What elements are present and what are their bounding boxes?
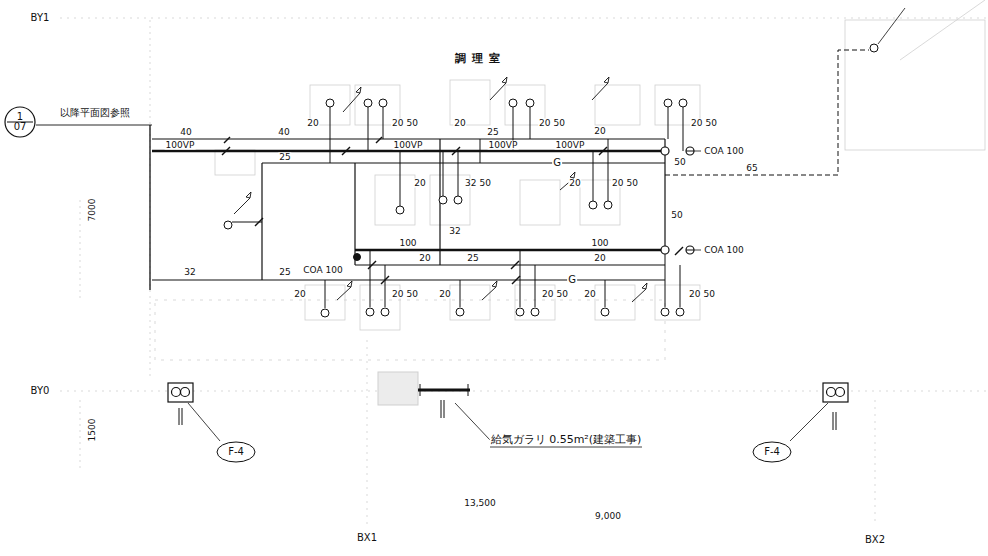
pipe-size: 20 50 xyxy=(688,290,716,299)
pipe-size: 25 xyxy=(278,268,291,277)
pipe-size: 40 xyxy=(277,128,290,137)
pipe-size: 100VP xyxy=(488,141,519,150)
gas-mark: G xyxy=(552,158,562,168)
sheet-reference: 07 xyxy=(14,122,27,133)
pipe-size: 20 50 xyxy=(391,290,419,299)
pipe-size: 100VP xyxy=(165,141,196,150)
pipe-size: 20 50 xyxy=(690,119,718,128)
piping xyxy=(36,8,905,447)
pipe-size: 65 xyxy=(745,164,758,173)
pipe-size: 20 50 xyxy=(538,119,566,128)
pipe-size: 20 50 xyxy=(391,119,419,128)
pipe-size: 32 50 xyxy=(464,179,492,188)
sheet-reference: 1 xyxy=(17,112,23,123)
pipe-size: 40 xyxy=(179,128,192,137)
dimension: 9,000 xyxy=(594,512,622,521)
fitting-tag: COA 100 xyxy=(302,266,343,275)
pipe-size: 20 xyxy=(583,290,596,299)
equipment-tag: F-4 xyxy=(216,441,256,463)
tag-text: F-4 xyxy=(764,447,780,458)
pipe-size: 20 50 xyxy=(611,179,639,188)
grid-label: BY1 xyxy=(30,13,51,23)
pipe-size: 20 xyxy=(568,179,581,188)
pipe-size: 20 xyxy=(593,127,606,136)
pipe-size: 20 xyxy=(306,119,319,128)
reference-note: 以降平面図参照 xyxy=(59,108,131,118)
pipe-size: 25 xyxy=(278,153,291,162)
dimension: 13,500 xyxy=(463,499,497,508)
pipe-size: 20 xyxy=(293,290,306,299)
pipe-size: 100 xyxy=(590,239,609,248)
dimension: 1500 xyxy=(88,418,97,443)
pipe-size: 25 xyxy=(486,128,499,137)
grid-label: BX1 xyxy=(356,533,378,543)
equipment-tag: F-4 xyxy=(752,441,792,463)
pipe-size: 50 xyxy=(670,211,683,220)
pipe-size: 20 xyxy=(418,254,431,263)
detail-reference-circle: 107 xyxy=(4,106,36,138)
pipe-size: 20 xyxy=(593,254,606,263)
tag-text: F-4 xyxy=(228,447,244,458)
dimension: 7000 xyxy=(88,198,97,223)
pipe-size: 50 xyxy=(673,158,686,167)
pipe-size: 20 50 xyxy=(541,290,569,299)
fitting-tag: COA 100 xyxy=(703,147,744,156)
building-ghost xyxy=(60,0,988,525)
pipe-size: 100 xyxy=(398,239,417,248)
pipe-size: 100VP xyxy=(393,141,424,150)
grid-label: BY0 xyxy=(30,386,51,396)
gas-mark: G xyxy=(567,275,577,285)
pipe-size: 32 xyxy=(183,268,196,277)
pipe-size: 25 xyxy=(466,254,479,263)
fitting-tag: COA 100 xyxy=(703,246,744,255)
grid-label: BX2 xyxy=(864,535,886,545)
pipe-size: 20 xyxy=(438,290,451,299)
pipe-size: 20 xyxy=(453,119,466,128)
pipe-size: 20 xyxy=(413,179,426,188)
pipe-size: 100VP xyxy=(555,141,586,150)
note: 給気ガラリ 0.55m²(建築工事) xyxy=(490,434,643,445)
pipe-size: 32 xyxy=(448,227,461,236)
room-name: 調理室 xyxy=(454,53,507,64)
